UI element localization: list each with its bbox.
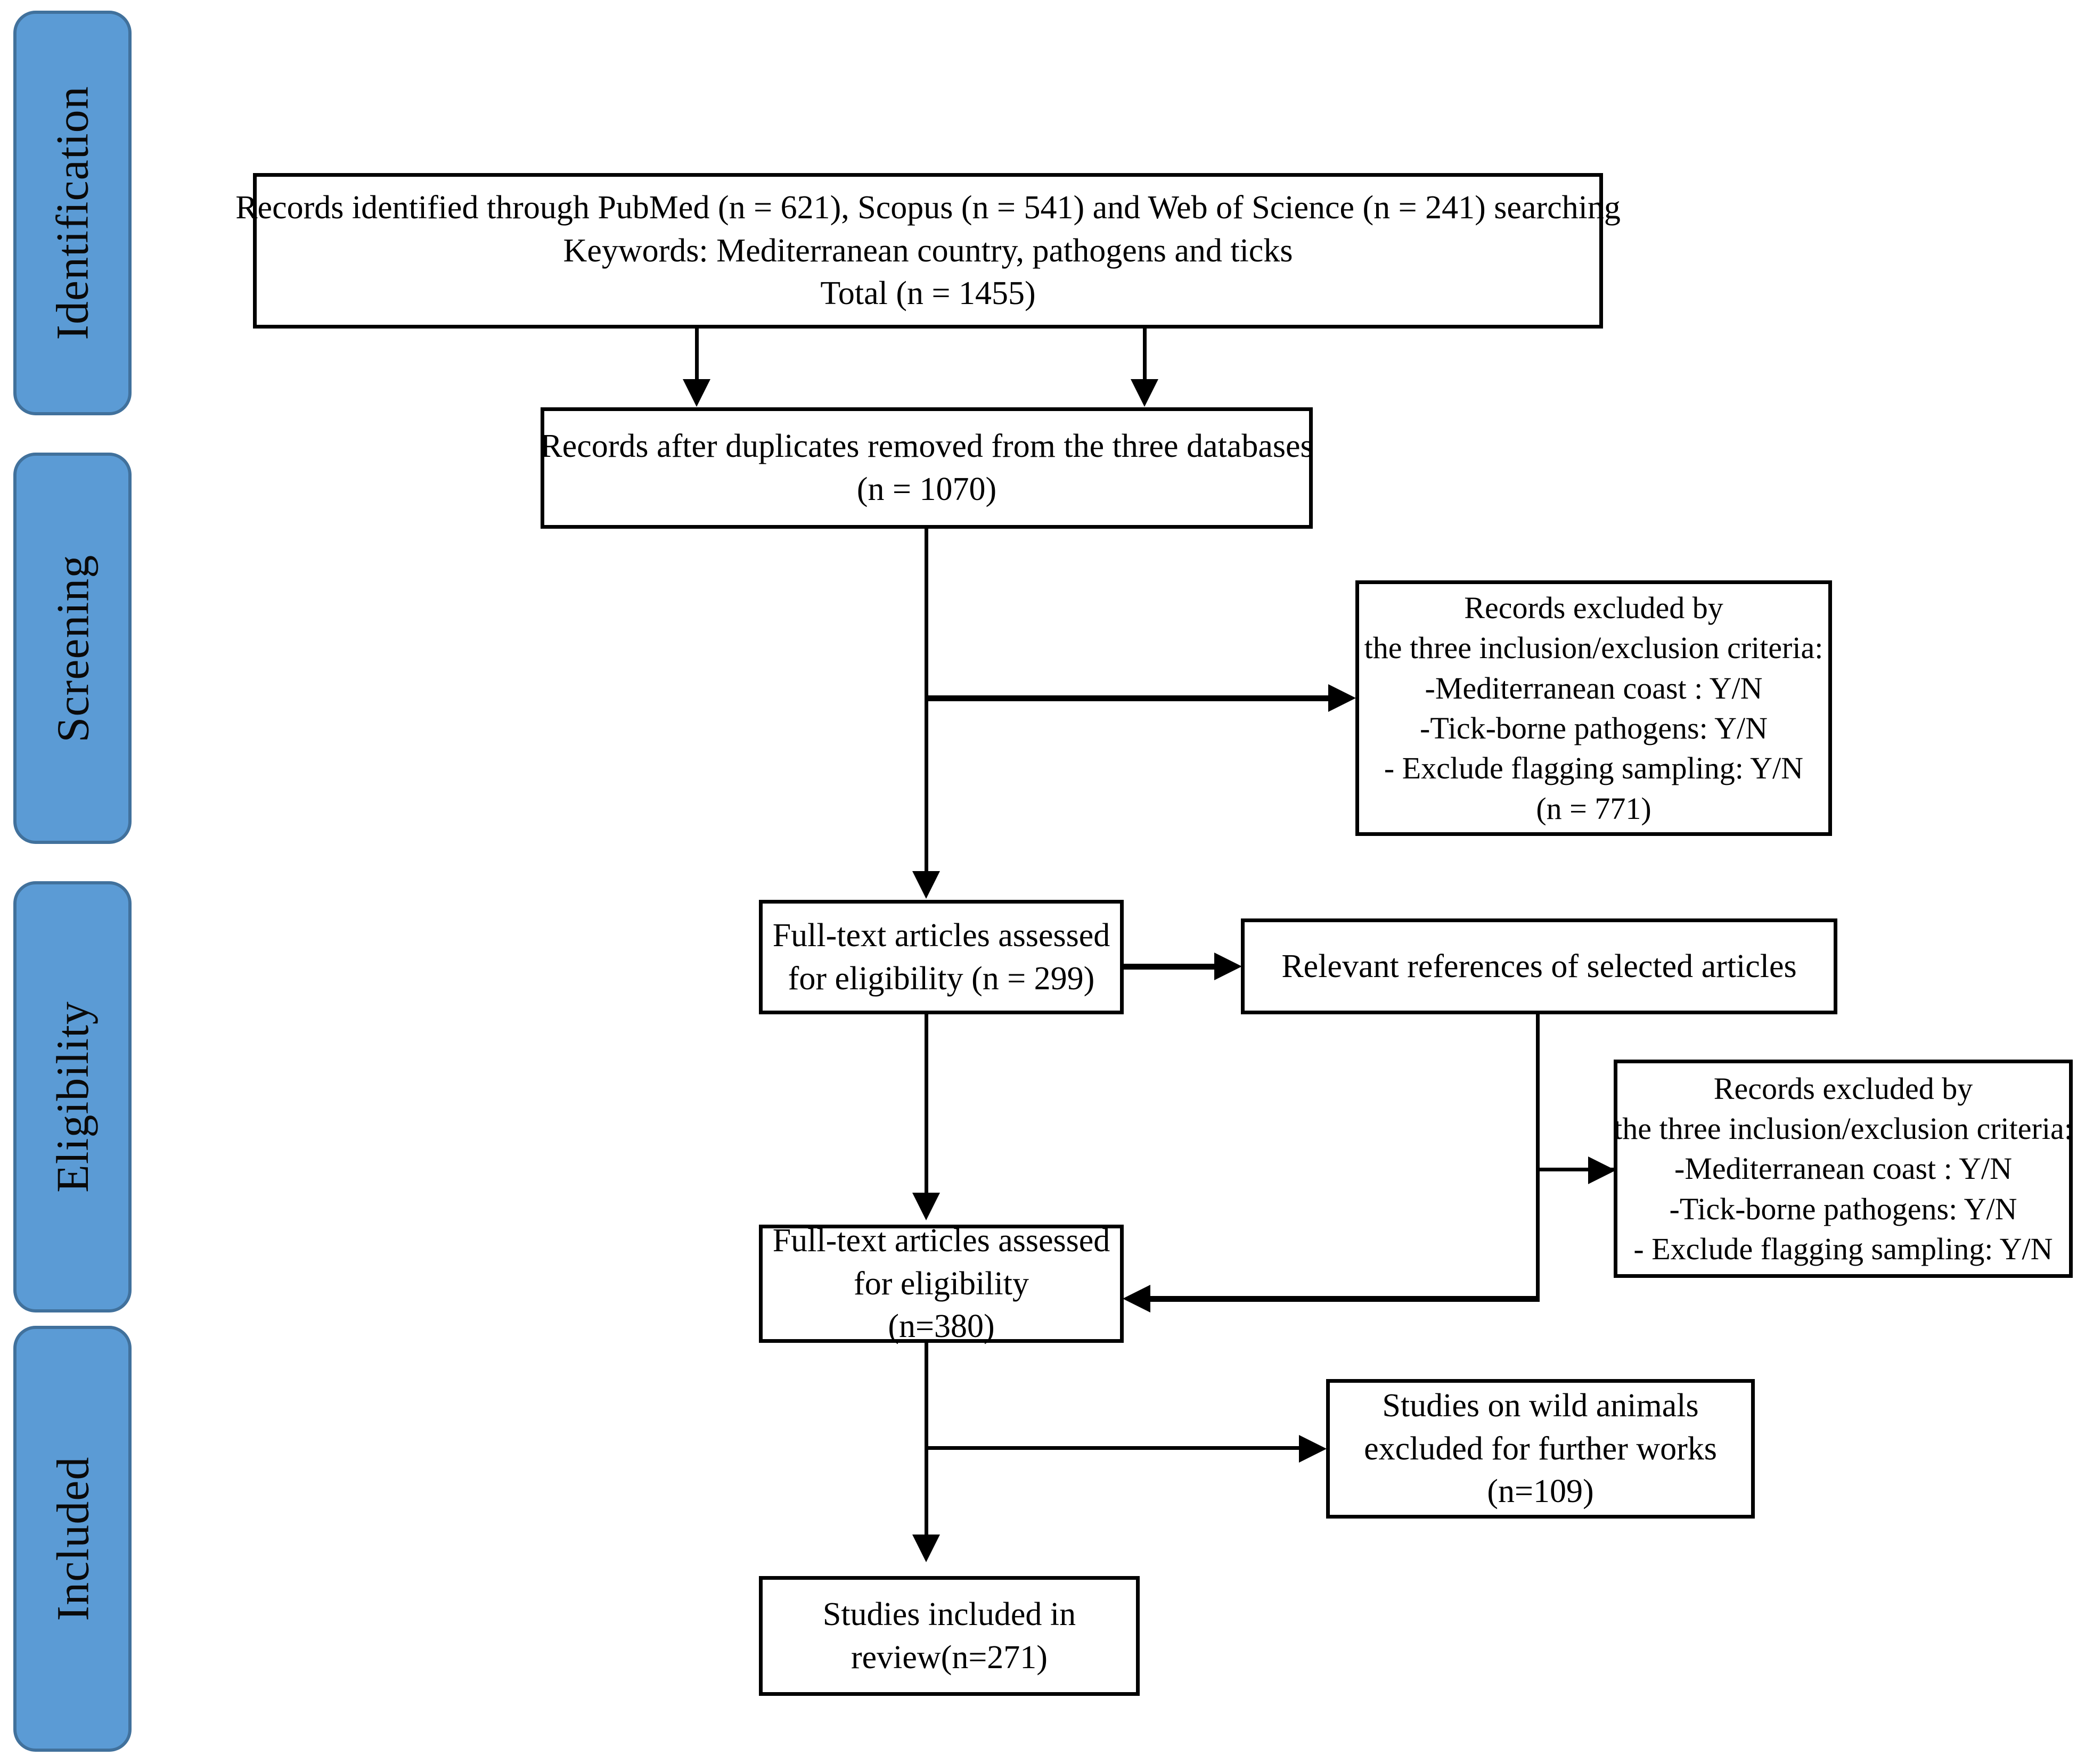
connector-fulltext380-spine bbox=[925, 1343, 928, 1537]
box-fulltext-assessed-299: Full-text articles assessed for eligibil… bbox=[759, 900, 1124, 1014]
connector-dedup-spine bbox=[925, 529, 928, 874]
arrow-dedup-to-fulltext299 bbox=[912, 871, 940, 899]
box-line: -Mediterranean coast : Y/N bbox=[1425, 670, 1763, 705]
box-line: for eligibility bbox=[854, 1265, 1029, 1302]
box-line: Studies on wild animals bbox=[1382, 1388, 1699, 1424]
box-records-after-duplicates: Records after duplicates removed from th… bbox=[540, 407, 1313, 529]
box-line: excluded for further works bbox=[1364, 1430, 1717, 1467]
connector-fulltext299-to-fulltext380 bbox=[925, 1014, 928, 1195]
box-line: (n=380) bbox=[888, 1308, 995, 1345]
box-line: the three inclusion/exclusion criteria: bbox=[1364, 630, 1824, 666]
stage-label-included: Included bbox=[47, 1456, 98, 1621]
stage-label-screening: Screening bbox=[47, 554, 98, 742]
box-line: (n=109) bbox=[1487, 1473, 1594, 1510]
box-line: review(n=271) bbox=[851, 1639, 1048, 1676]
box-line: (n = 1070) bbox=[856, 471, 997, 507]
connector-relevant-refs-down bbox=[1536, 1014, 1540, 1299]
box-line: Total (n = 1455) bbox=[820, 275, 1036, 312]
connector-relevant-refs-to-fulltext380 bbox=[1150, 1296, 1540, 1302]
connector-dedup-to-excluded-screening bbox=[925, 695, 1329, 701]
box-studies-included-in-review: Studies included in review(n=271) bbox=[759, 1576, 1140, 1696]
box-excluded-screening: Records excluded by the three inclusion/… bbox=[1355, 580, 1832, 836]
connector-to-excluded-eligibility bbox=[1536, 1168, 1616, 1171]
arrow-relevant-refs-to-fulltext380 bbox=[1123, 1285, 1150, 1312]
stage-label-eligibility: Eligibility bbox=[47, 1001, 99, 1193]
box-wild-animals-excluded: Studies on wild animals excluded for fur… bbox=[1326, 1379, 1755, 1519]
arrow-dedup-to-excluded-screening bbox=[1328, 684, 1356, 712]
arrow-fulltext299-to-relevant-refs bbox=[1214, 953, 1242, 980]
arrow-fulltext299-to-fulltext380 bbox=[912, 1193, 940, 1220]
box-relevant-references: Relevant references of selected articles bbox=[1241, 918, 1837, 1014]
box-records-identified: Records identified through PubMed (n = 6… bbox=[235, 173, 1621, 329]
box-line: Records excluded by bbox=[1464, 590, 1723, 625]
box-line: - Exclude flagging sampling: Y/N bbox=[1384, 751, 1804, 786]
connector-identified-to-dedup-right bbox=[1143, 329, 1147, 382]
arrow-identified-to-dedup-right bbox=[1131, 379, 1158, 407]
box-line: Records excluded by bbox=[1713, 1071, 1973, 1106]
box-line: Full-text articles assessed bbox=[772, 1223, 1110, 1259]
box-line: Relevant references of selected articles bbox=[1281, 948, 1797, 984]
box-line: Records identified through PubMed (n = 6… bbox=[235, 190, 1621, 226]
connector-identified-to-dedup-left bbox=[695, 329, 699, 382]
stage-pill-eligibility: Eligibility bbox=[13, 881, 132, 1312]
box-line: Keywords: Mediterranean country, pathoge… bbox=[563, 232, 1293, 269]
box-line: (n = 771) bbox=[1536, 791, 1651, 826]
stage-label-identification: Identification bbox=[47, 86, 99, 340]
box-line: Studies included in bbox=[822, 1596, 1076, 1632]
box-line: -Tick-borne pathogens: Y/N bbox=[1420, 711, 1768, 745]
connector-fulltext299-to-relevant-refs bbox=[1124, 964, 1215, 970]
box-line: the three inclusion/exclusion criteria: bbox=[1614, 1111, 2073, 1146]
box-excluded-eligibility: Records excluded by the three inclusion/… bbox=[1614, 1060, 2073, 1278]
box-line: for eligibility (n = 299) bbox=[788, 960, 1095, 997]
box-line: -Mediterranean coast : Y/N bbox=[1674, 1151, 2012, 1186]
box-line: -Tick-borne pathogens: Y/N bbox=[1669, 1191, 2017, 1226]
arrow-fulltext380-to-included bbox=[912, 1535, 940, 1562]
box-fulltext-assessed-380: Full-text articles assessed for eligibil… bbox=[759, 1223, 1124, 1344]
stage-pill-identification: Identification bbox=[13, 11, 132, 415]
arrow-to-excluded-eligibility bbox=[1588, 1156, 1616, 1184]
box-line: Full-text articles assessed bbox=[772, 917, 1110, 954]
arrow-identified-to-dedup-left bbox=[683, 379, 710, 407]
box-line: Records after duplicates removed from th… bbox=[540, 428, 1313, 465]
connector-fulltext380-to-wild-animals bbox=[925, 1446, 1300, 1450]
arrow-fulltext380-to-wild-animals bbox=[1299, 1435, 1327, 1463]
stage-pill-screening: Screening bbox=[13, 453, 132, 844]
stage-pill-included: Included bbox=[13, 1326, 132, 1752]
box-line: - Exclude flagging sampling: Y/N bbox=[1633, 1232, 2053, 1267]
